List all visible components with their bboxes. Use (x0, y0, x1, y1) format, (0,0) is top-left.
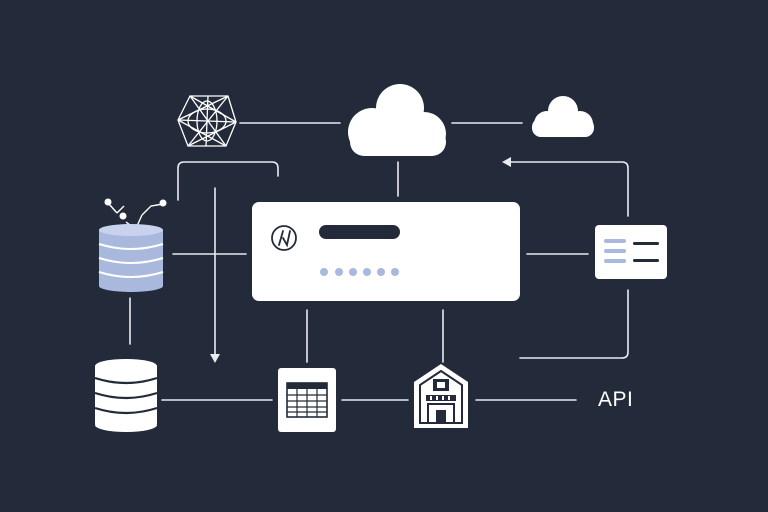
cluster-node (119, 212, 127, 220)
building-icon (414, 364, 468, 428)
server-title-bar (319, 225, 400, 239)
arrowhead-left (502, 157, 511, 167)
connector-bracket-top (177, 161, 279, 201)
connector-doc-return (509, 161, 629, 217)
cluster-node (159, 199, 167, 207)
large-cloud-icon (348, 84, 446, 156)
server-panel-icon (252, 202, 520, 301)
server-logo-glyph (278, 230, 291, 248)
cluster-node (104, 198, 112, 206)
document-card-icon (595, 225, 667, 279)
connector-doc-bottom (519, 289, 629, 359)
network-mesh-icon (177, 95, 237, 147)
server-logo-icon (271, 225, 297, 251)
server-status-dots (320, 268, 399, 276)
small-cloud-icon (532, 96, 594, 137)
database-cluster-icon (98, 198, 167, 292)
api-label: API (598, 388, 634, 411)
arrowhead-down (210, 354, 220, 363)
spreadsheet-icon (278, 368, 336, 432)
database-icon (94, 359, 158, 432)
connector-lines (129, 122, 629, 401)
